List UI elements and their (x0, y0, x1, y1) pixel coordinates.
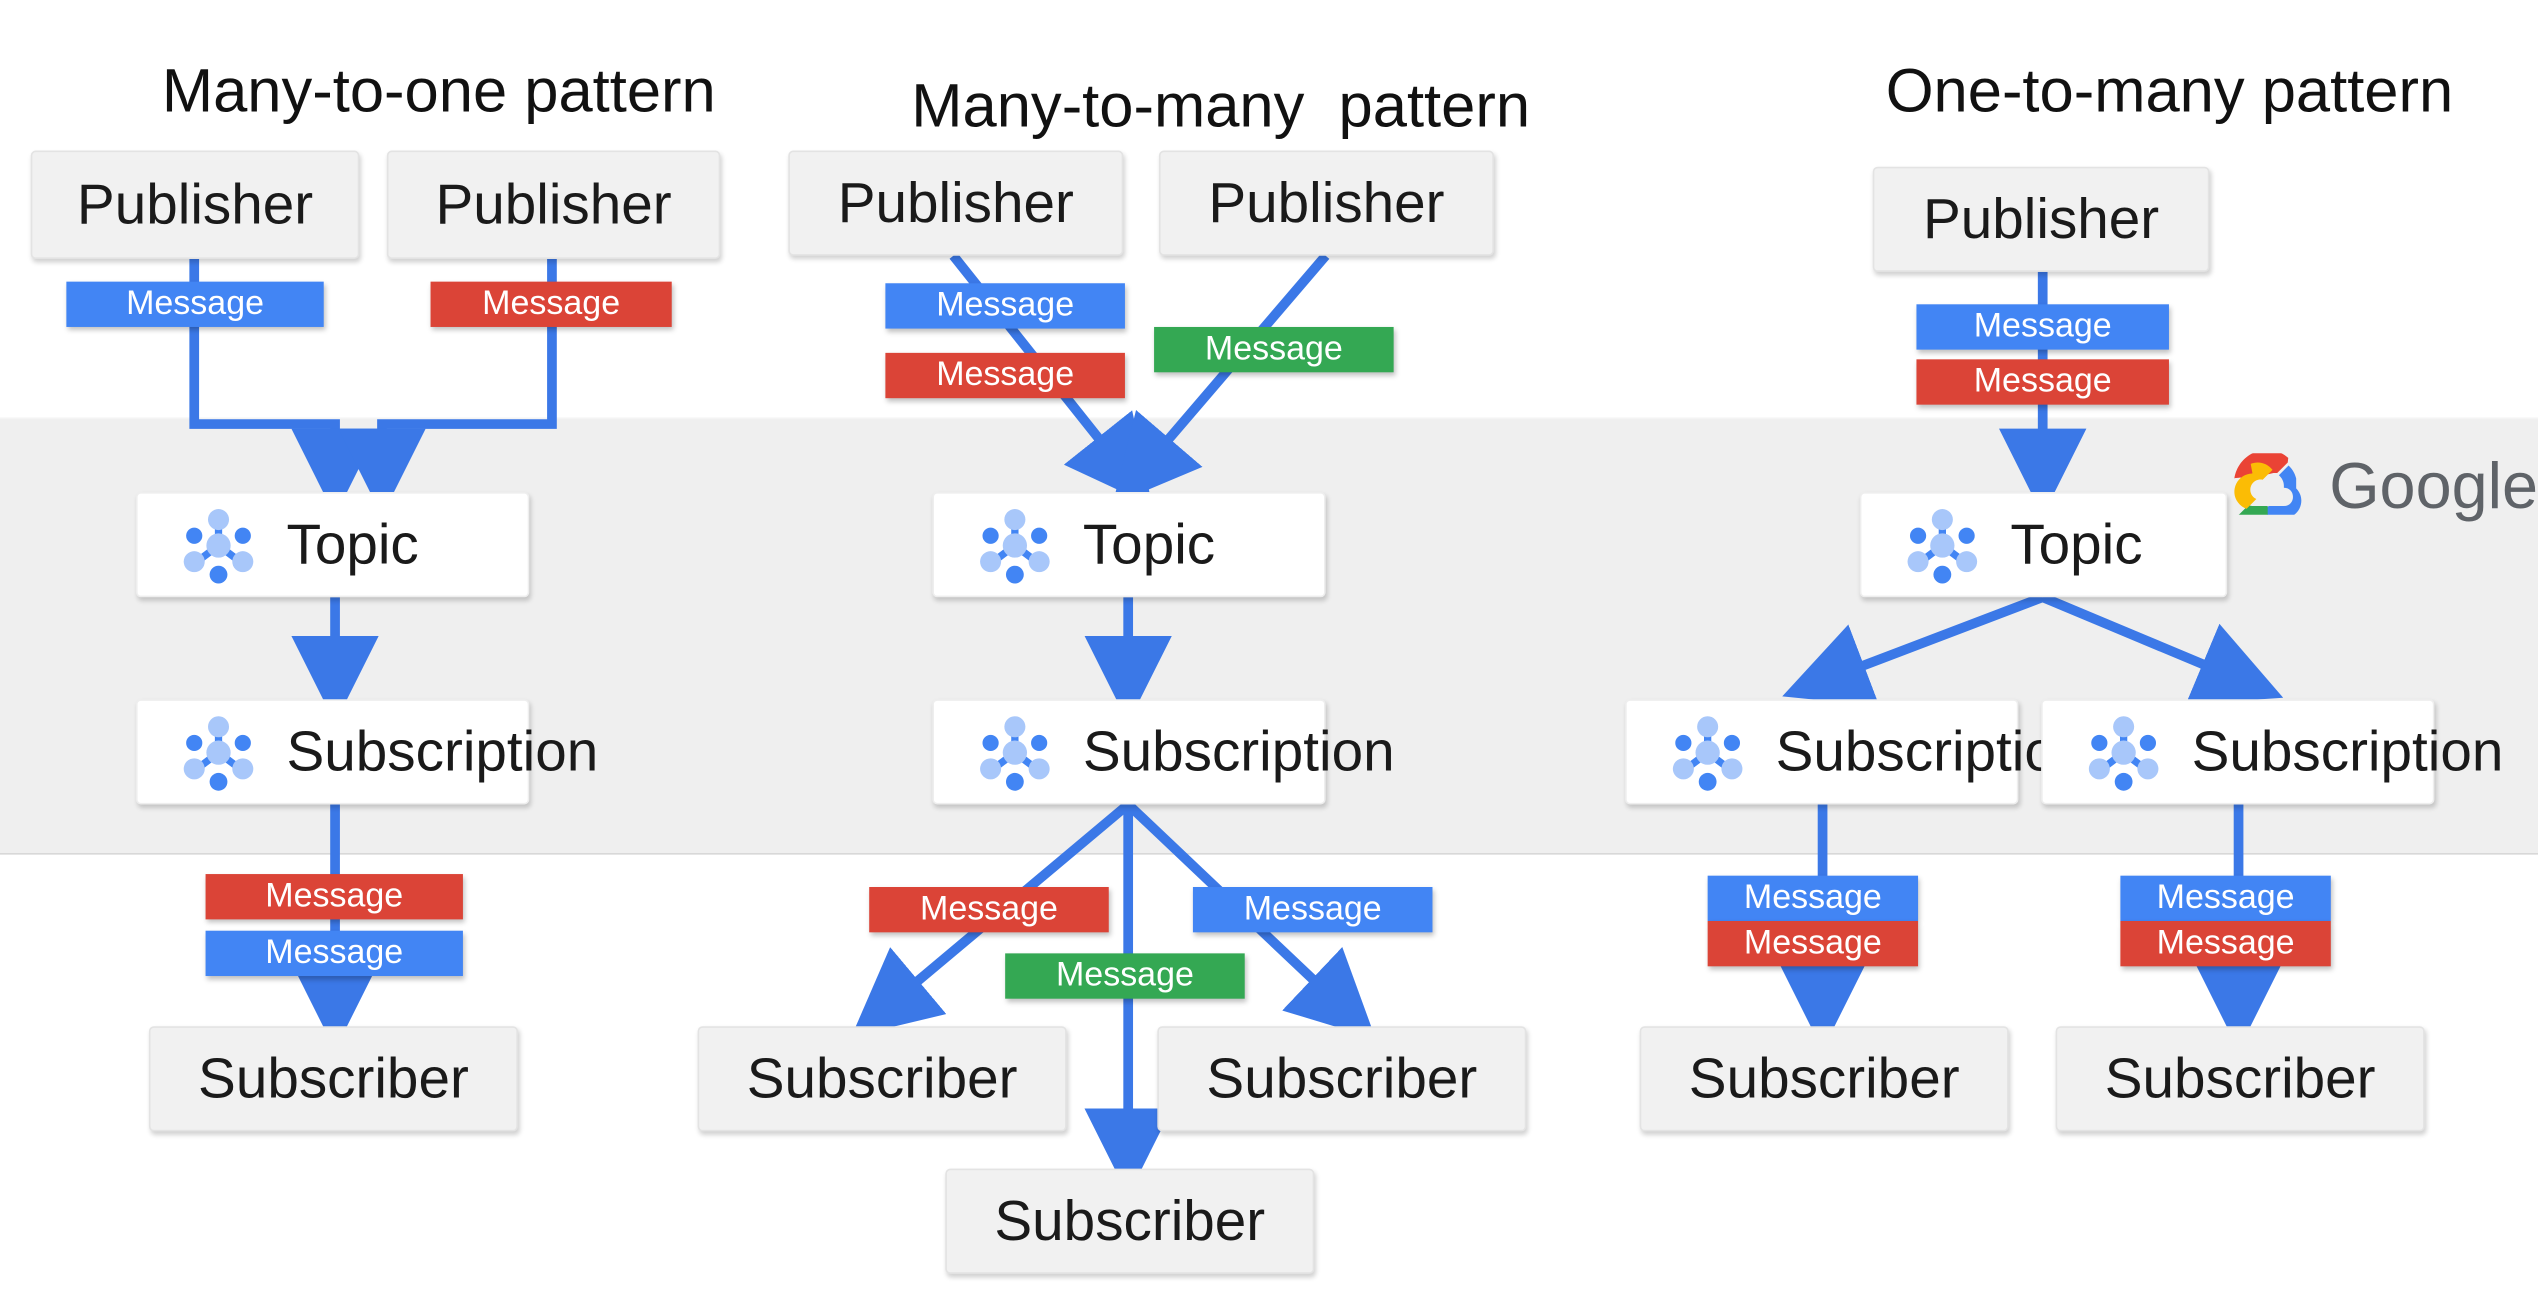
message-chip[interactable]: Message (1707, 875, 1919, 921)
message-chip[interactable]: Message (1192, 887, 1433, 933)
message-label: Message (1973, 307, 2112, 345)
node-label: Topic (1082, 512, 1216, 576)
message-label: Message (1743, 878, 1882, 917)
message-chip[interactable]: Message (1916, 359, 2169, 405)
node-subscriber[interactable]: Subscriber (148, 1026, 518, 1132)
message-label: Message (482, 284, 621, 323)
node-subscription[interactable]: Subscription (135, 699, 598, 805)
pubsub-icon (970, 707, 1061, 798)
node-label: Subscriber (1206, 1046, 1478, 1110)
node-label: Publisher (76, 172, 314, 236)
node-label: Publisher (435, 172, 672, 236)
message-label: Message (1743, 924, 1882, 962)
message-label: Message (936, 356, 1075, 394)
message-chip[interactable]: Message (2120, 920, 2331, 967)
message-label: Message (265, 877, 404, 915)
message-chip[interactable]: Message (1707, 920, 1919, 967)
node-label: Subscriber (1688, 1046, 1960, 1110)
node-subscriber[interactable]: Subscriber (2055, 1026, 2425, 1132)
node-topic[interactable]: Topic (1859, 492, 2228, 598)
message-label: Message (265, 933, 404, 972)
node-label: Subscription (1082, 719, 1395, 783)
pubsub-icon (1662, 707, 1753, 798)
message-label: Message (126, 284, 265, 323)
message-chip[interactable]: Message (869, 887, 1109, 933)
node-publisher[interactable]: Publisher (386, 150, 721, 259)
google-cloud-logo: Google Cloud (2229, 449, 2538, 525)
message-chip[interactable]: Message (430, 281, 672, 327)
pubsub-icon (2078, 707, 2169, 798)
pubsub-icon (970, 499, 1061, 590)
google-cloud-mark-icon (2229, 449, 2303, 523)
pubsub-icon (173, 707, 264, 798)
message-label: Message (2156, 924, 2295, 962)
message-label: Message (2156, 878, 2295, 917)
google-cloud-wordmark: Google Cloud (2329, 451, 2538, 523)
node-label: Publisher (1208, 170, 1445, 234)
node-subscriber[interactable]: Subscriber (697, 1026, 1067, 1132)
node-label: Publisher (837, 170, 1074, 234)
node-subscriber[interactable]: Subscriber (945, 1168, 1315, 1274)
message-chip[interactable]: Message (2120, 875, 2331, 921)
message-chip[interactable]: Message (205, 874, 463, 920)
message-chip[interactable]: Message (205, 930, 463, 977)
pubsub-icon (173, 499, 264, 590)
message-chip[interactable]: Message (885, 352, 1125, 399)
message-label: Message (1243, 890, 1382, 928)
message-chip[interactable]: Message (1154, 326, 1394, 373)
message-chip[interactable]: Message (66, 281, 324, 327)
message-chip[interactable]: Message (1916, 304, 2169, 350)
node-subscriber[interactable]: Subscriber (1157, 1026, 1527, 1132)
node-subscription[interactable]: Subscription (932, 699, 1395, 805)
node-label: Subscriber (198, 1046, 469, 1110)
node-label: Subscription (2191, 719, 2504, 783)
node-label: Publisher (1922, 186, 2160, 251)
node-publisher[interactable]: Publisher (788, 150, 1124, 256)
node-subscription[interactable]: Subscription (1625, 699, 2087, 805)
node-label: Topic (2010, 512, 2143, 576)
message-chip[interactable]: Message (885, 283, 1125, 329)
node-topic[interactable]: Topic (135, 492, 530, 598)
node-publisher[interactable]: Publisher (30, 150, 360, 259)
message-chip[interactable]: Message (1005, 953, 1245, 999)
node-label: Subscription (286, 719, 599, 783)
message-label: Message (1973, 362, 2112, 400)
title-many-to-many: Many-to-many pattern (911, 72, 1531, 141)
title-one-to-many: One-to-many pattern (1885, 58, 2454, 127)
node-publisher[interactable]: Publisher (1158, 150, 1494, 256)
node-topic[interactable]: Topic (932, 492, 1326, 598)
node-label: Topic (286, 512, 419, 576)
message-label: Message (920, 890, 1058, 928)
node-publisher[interactable]: Publisher (1872, 166, 2210, 272)
node-label: Subscription (1775, 719, 2088, 783)
message-label: Message (1055, 956, 1194, 994)
message-label: Message (1204, 330, 1343, 368)
node-label: Subscriber (2104, 1046, 2376, 1110)
message-label: Message (936, 286, 1075, 324)
node-label: Subscriber (746, 1046, 1018, 1110)
title-many-to-one: Many-to-one pattern (161, 58, 716, 127)
node-subscriber[interactable]: Subscriber (1639, 1026, 2009, 1132)
node-subscription[interactable]: Subscription (2041, 699, 2503, 805)
pubsub-icon (1897, 499, 1988, 590)
node-label: Subscriber (994, 1188, 1266, 1253)
